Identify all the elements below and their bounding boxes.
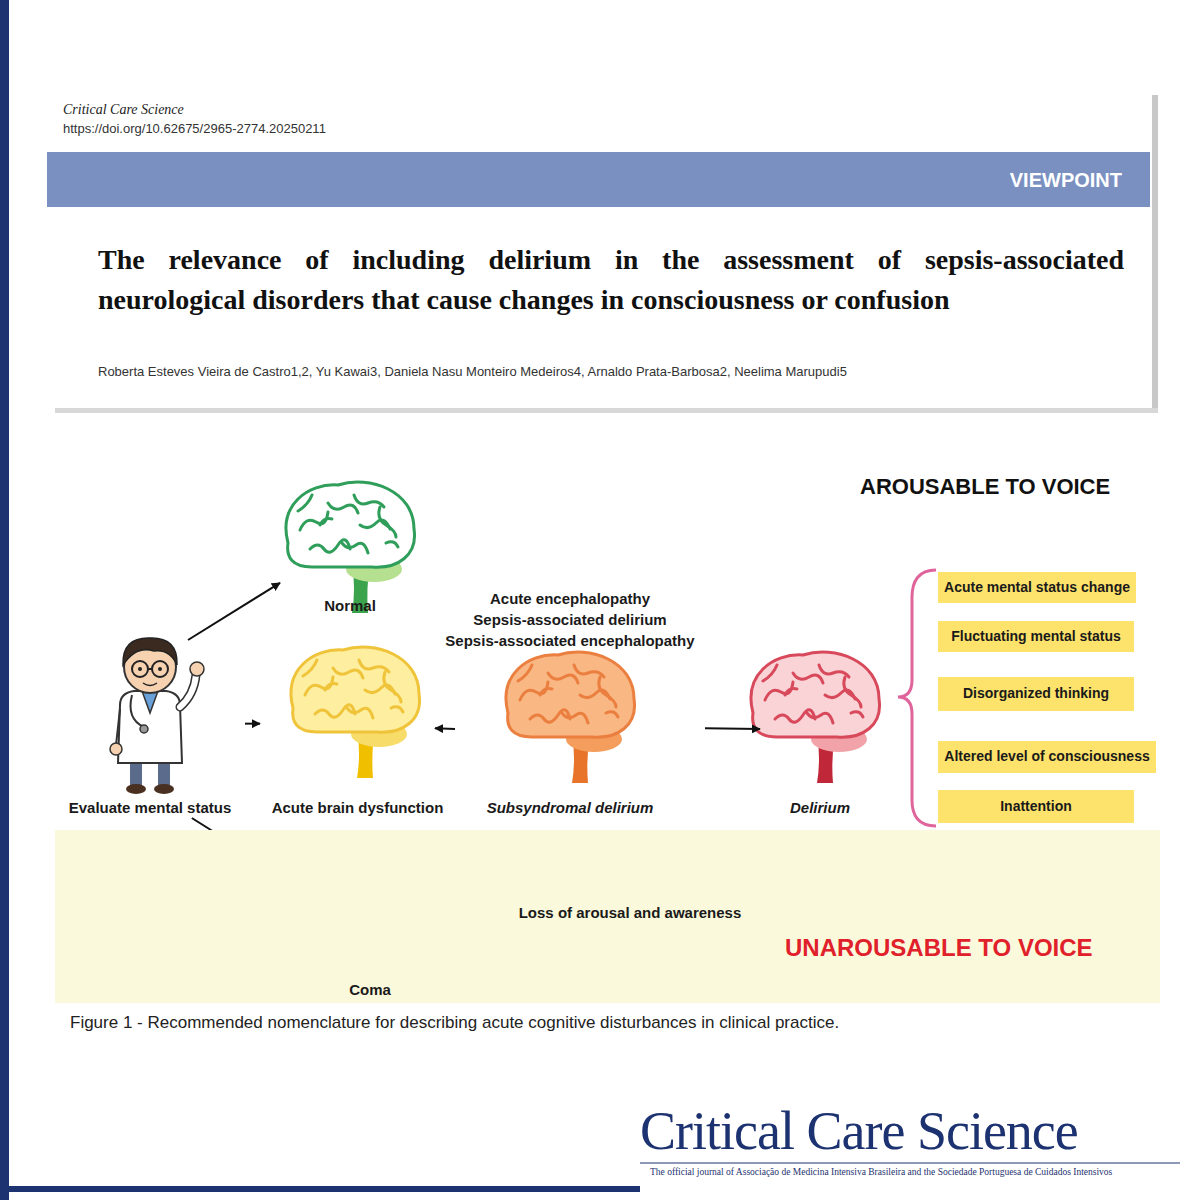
region-heading: AROUSABLE TO VOICE bbox=[860, 474, 1110, 500]
node-text: Inattention bbox=[1000, 797, 1072, 817]
state-name: Normal bbox=[324, 595, 376, 616]
start-figure: Evaluate mental status bbox=[55, 640, 245, 818]
synonym-term: Sepsis-associated encephalopathy bbox=[445, 630, 694, 651]
node-text: UNAROUSABLE TO VOICE bbox=[785, 931, 1093, 965]
card-shadow bbox=[1152, 95, 1158, 413]
journal-logo: Critical Care Science bbox=[640, 1100, 1078, 1162]
arrow-connector bbox=[245, 723, 260, 725]
journal-name: Critical Care Science bbox=[63, 102, 184, 118]
node-text: VIEWPOINT bbox=[1010, 166, 1122, 194]
state-name: Subsyndromal delirium bbox=[487, 797, 654, 818]
node-text: Acute mental status change bbox=[944, 578, 1130, 598]
brain-illustration bbox=[291, 647, 419, 778]
node-text: Disorganized thinking bbox=[963, 684, 1109, 704]
frame-stripe bbox=[0, 0, 9, 1200]
state-name: Delirium bbox=[790, 797, 850, 818]
state-name: Acute brain dysfunction bbox=[272, 797, 444, 818]
logo-rule bbox=[640, 1163, 1180, 1164]
paper-title: The relevance of including delirium in t… bbox=[98, 240, 1124, 320]
feature-box: Disorganized thinking bbox=[938, 677, 1134, 711]
synonym-term: Sepsis-associated delirium bbox=[473, 609, 666, 630]
state-figure: Acute encephalopathySepsis-associated de… bbox=[435, 588, 705, 818]
arrow-connector bbox=[188, 583, 280, 640]
feature-box: Fluctuating mental status bbox=[938, 621, 1134, 652]
paper-card bbox=[52, 92, 1155, 410]
bracket bbox=[898, 570, 936, 826]
node-text: Loss of arousal and awareness bbox=[519, 902, 742, 923]
frame-stripe bbox=[0, 1186, 640, 1192]
brain-illustration bbox=[751, 652, 879, 783]
node-text: Fluctuating mental status bbox=[951, 627, 1121, 647]
brain-illustration bbox=[506, 652, 634, 783]
feature-box: Altered level of consciousness bbox=[938, 741, 1156, 773]
arrow-connector bbox=[705, 727, 760, 730]
node-text: Altered level of consciousness bbox=[944, 747, 1149, 767]
card-shadow bbox=[55, 408, 1158, 413]
journal-tagline: The official journal of Associação de Me… bbox=[650, 1167, 1195, 1177]
state-name: Evaluate mental status bbox=[69, 797, 232, 818]
state-figure: Delirium bbox=[760, 640, 880, 818]
region-band: Coma Loss of arousal and awarenessUNAROUS… bbox=[55, 830, 1160, 1003]
feature-box: Inattention bbox=[938, 790, 1134, 823]
section-banner: VIEWPOINT bbox=[47, 152, 1150, 207]
doi-link: https://doi.org/10.62675/2965-2774.20250… bbox=[63, 121, 326, 136]
state-figure: Normal bbox=[280, 478, 420, 616]
doctor-icon bbox=[110, 638, 204, 794]
brain-illustration bbox=[286, 482, 414, 613]
feature-box: Acute mental status change bbox=[938, 572, 1136, 603]
author-list: Roberta Esteves Vieira de Castro1,2, Yu … bbox=[98, 364, 1138, 379]
arrow-connector bbox=[435, 727, 455, 730]
figure-caption: Figure 1 - Recommended nomenclature for … bbox=[70, 1013, 1170, 1033]
state-name: Coma bbox=[349, 979, 391, 1000]
state-figure: Coma bbox=[300, 848, 440, 1000]
synonym-term: Acute encephalopathy bbox=[490, 588, 650, 609]
state-figure: Acute brain dysfunction bbox=[260, 640, 455, 818]
outcome-text: Loss of arousal and awareness bbox=[510, 900, 750, 924]
